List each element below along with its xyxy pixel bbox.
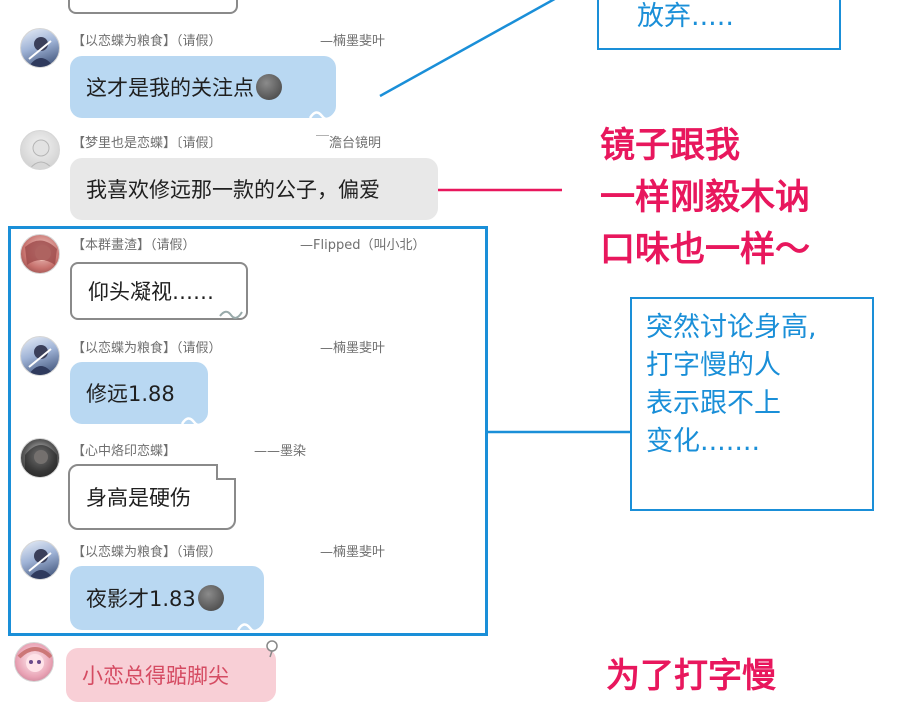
message-meta: 【本群畫渣】（请假） —Flipped（叫小北） bbox=[72, 234, 472, 253]
annotation-bottom: 为了打字慢 bbox=[606, 656, 776, 696]
group-tag: 【本群畫渣】 bbox=[72, 238, 151, 253]
message-text: 身高是硬伤 bbox=[86, 486, 191, 510]
message-bubble[interactable]: 仰头凝视…… bbox=[70, 262, 248, 320]
message-bubble[interactable]: 我喜欢修远那一款的公子，偏爱 bbox=[70, 158, 438, 220]
annotation-box-height: 突然讨论身高, 打字慢的人 表示跟不上 变化....... bbox=[630, 297, 874, 511]
message-text: 这才是我的关注点 bbox=[86, 76, 254, 100]
face-emoji-icon bbox=[256, 74, 282, 100]
group-tag: 【心中烙印恋蝶】 bbox=[72, 444, 177, 459]
signature: —楠墨斐叶 bbox=[320, 341, 386, 356]
wave-decoration-icon bbox=[219, 310, 243, 319]
wave-decoration-icon bbox=[308, 111, 338, 121]
message-text: 夜影才1.83 bbox=[86, 587, 196, 611]
message-text: 我喜欢修远那一款的公子，偏爱 bbox=[86, 178, 380, 202]
signature: ￣澹台镜明 bbox=[316, 136, 382, 151]
group-tag: 【以恋蝶为粮食】 bbox=[72, 545, 177, 560]
corner-fold-icon bbox=[216, 464, 236, 480]
wave-decoration-icon bbox=[180, 417, 210, 427]
annotation-mirror-line: 镜子跟我 bbox=[600, 126, 741, 166]
annotation-mirror-line: 一样刚毅木讷 bbox=[600, 178, 811, 218]
message-bubble[interactable]: 夜影才1.83 bbox=[70, 566, 266, 633]
leave-note: （请假） bbox=[150, 238, 196, 253]
message-meta: 【以恋蝶为粮食】（请假） —楠墨斐叶 bbox=[72, 30, 412, 49]
avatar[interactable] bbox=[20, 130, 60, 170]
pin-decoration-icon bbox=[266, 640, 278, 658]
message-bubble[interactable]: 这才是我的关注点 bbox=[70, 56, 338, 121]
avatar[interactable] bbox=[14, 642, 54, 682]
message-meta: 【梦里也是恋蝶】〔请假〕 ￣澹台镜明 bbox=[72, 132, 412, 151]
avatar[interactable] bbox=[20, 28, 60, 68]
highlight-frame bbox=[8, 226, 488, 636]
avatar[interactable] bbox=[20, 234, 60, 274]
leave-note: （请假） bbox=[176, 545, 222, 560]
message-bubble[interactable]: 小恋总得踮脚尖 bbox=[66, 640, 278, 702]
annotation-mirror: 镜子跟我 一样刚毅木讷 口味也一样～ bbox=[600, 120, 810, 276]
signature: ——墨染 bbox=[254, 444, 307, 459]
annotation-height-line: 突然讨论身高, bbox=[646, 312, 817, 343]
leave-note: （请假） bbox=[176, 341, 222, 356]
annotation-height-line: 打字慢的人 bbox=[646, 350, 781, 381]
annotation-height-line: 变化....... bbox=[646, 426, 761, 457]
face-emoji-icon bbox=[197, 585, 224, 611]
group-tag: 【梦里也是恋蝶】 bbox=[72, 136, 177, 151]
signature: —楠墨斐叶 bbox=[320, 34, 386, 49]
message-text: 小恋总得踮脚尖 bbox=[82, 664, 229, 688]
message-text: 仰头凝视…… bbox=[88, 280, 214, 304]
avatar[interactable] bbox=[20, 540, 60, 580]
message-bubble[interactable]: 身高是硬伤 bbox=[68, 464, 236, 530]
annotation-box-top: 放弃..... bbox=[597, 0, 841, 50]
leave-note: 〔请假〕 bbox=[176, 136, 222, 151]
message-meta: 【心中烙印恋蝶】 ——墨染 bbox=[72, 440, 412, 459]
partial-bubble-top bbox=[68, 0, 238, 14]
group-tag: 【以恋蝶为粮食】 bbox=[72, 34, 177, 49]
signature: —Flipped（叫小北） bbox=[300, 238, 426, 253]
connector-line-top bbox=[379, 0, 556, 98]
message-meta: 【以恋蝶为粮食】（请假） —楠墨斐叶 bbox=[72, 337, 412, 356]
annotation-height-line: 表示跟不上 bbox=[646, 388, 781, 419]
avatar[interactable] bbox=[20, 438, 60, 478]
annotation-mirror-line: 口味也一样～ bbox=[600, 230, 811, 270]
message-meta: 【以恋蝶为粮食】（请假） —楠墨斐叶 bbox=[72, 541, 412, 560]
annotation-top-text: 放弃..... bbox=[637, 1, 734, 32]
message-text: 修远1.88 bbox=[86, 382, 175, 406]
group-tag: 【以恋蝶为粮食】 bbox=[72, 341, 177, 356]
message-bubble[interactable]: 修远1.88 bbox=[70, 362, 210, 427]
wave-decoration-icon bbox=[236, 623, 266, 633]
signature: —楠墨斐叶 bbox=[320, 545, 386, 560]
leave-note: （请假） bbox=[176, 34, 222, 49]
avatar[interactable] bbox=[20, 336, 60, 376]
